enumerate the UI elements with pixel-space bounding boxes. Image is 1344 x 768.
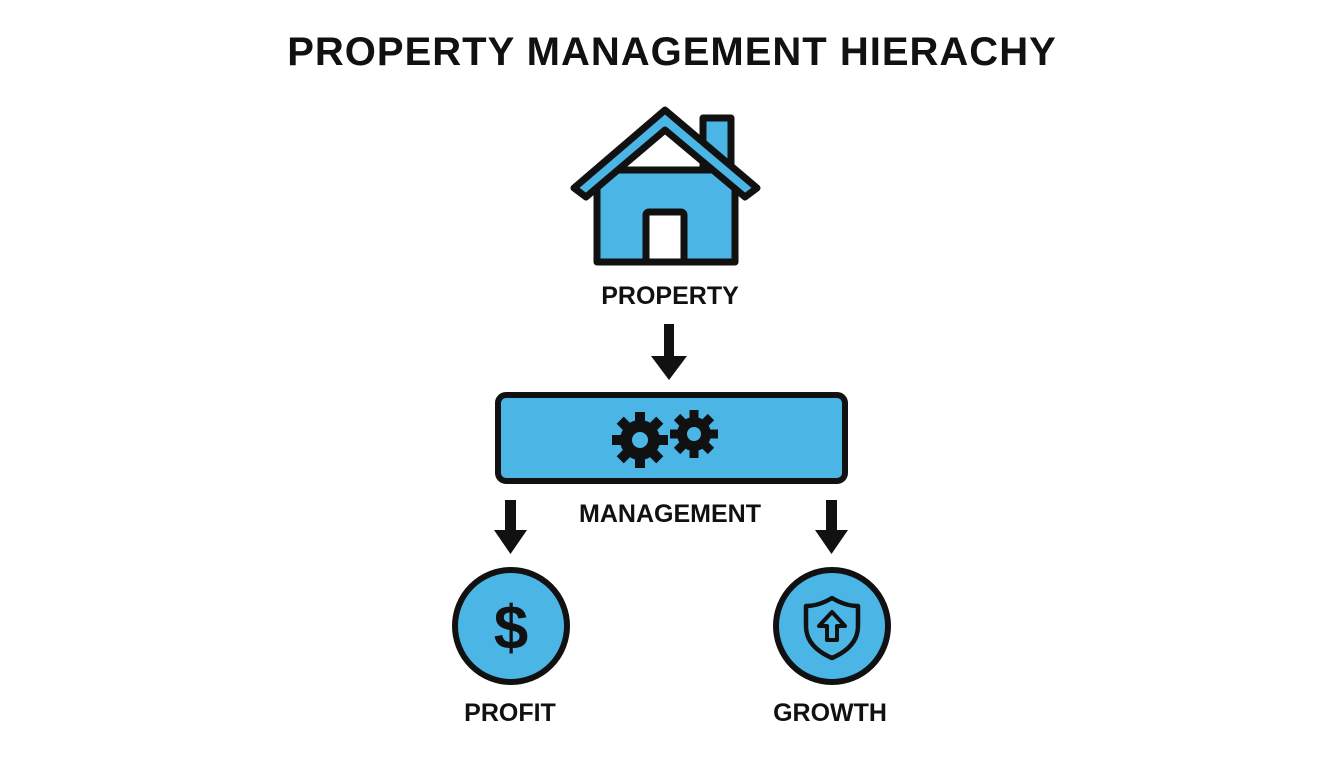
- gears-icon: [612, 410, 718, 468]
- profit-label: PROFIT: [464, 699, 556, 727]
- profit-circle: [452, 567, 570, 685]
- diagram-title: PROPERTY MANAGEMENT HIERACHY: [287, 30, 1057, 74]
- arrow-property-to-management: [651, 324, 687, 380]
- house-icon: [570, 106, 761, 266]
- svg-text:$: $: [494, 594, 528, 663]
- arrow-management-to-profit: [494, 500, 527, 554]
- shield-up-arrow-icon: [803, 595, 861, 661]
- property-label: PROPERTY: [601, 282, 739, 310]
- management-label: MANAGEMENT: [579, 500, 761, 528]
- arrow-management-to-growth: [815, 500, 848, 554]
- growth-circle: [773, 567, 891, 685]
- growth-label: GROWTH: [773, 699, 887, 727]
- dollar-sign-icon: $: [494, 594, 528, 663]
